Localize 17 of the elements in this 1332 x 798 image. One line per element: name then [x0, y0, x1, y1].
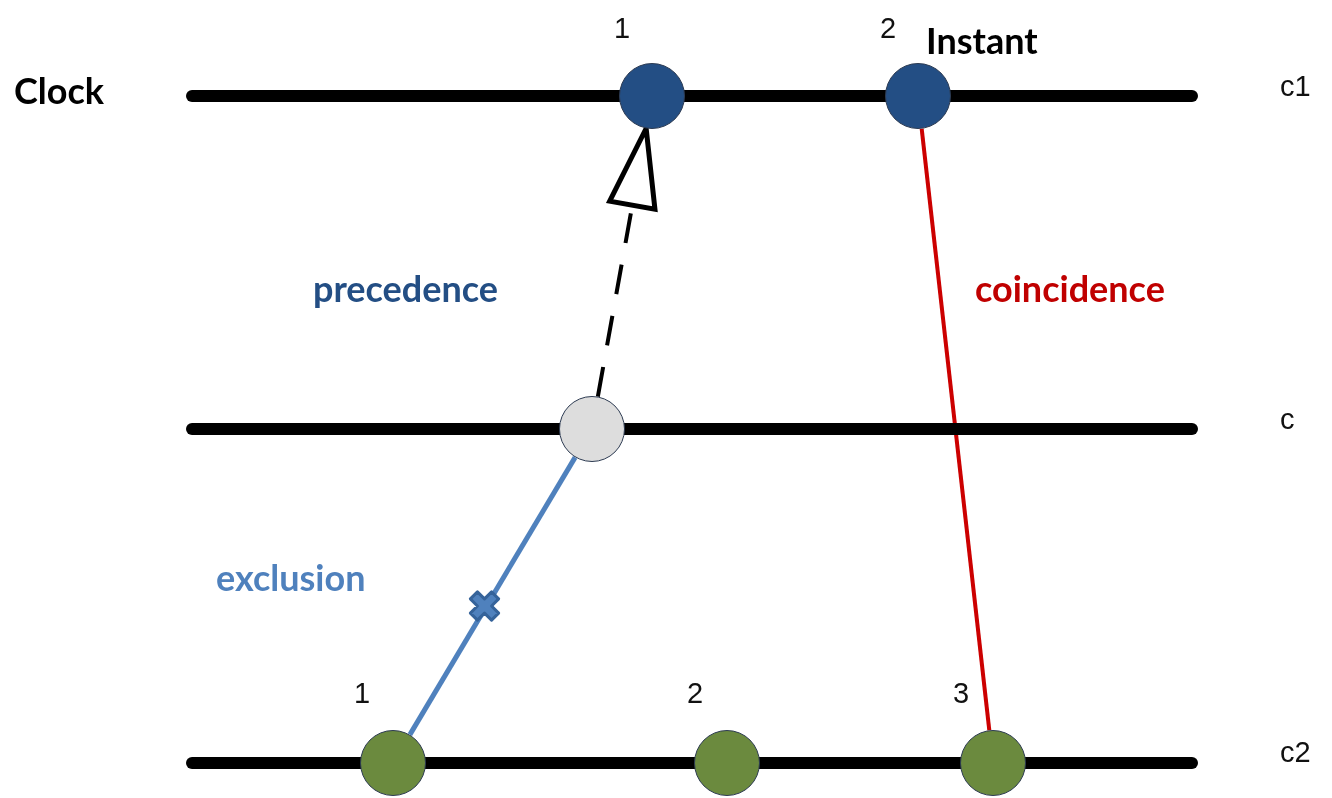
annotation-label: Instant	[926, 18, 1038, 62]
instant-number: 2	[880, 12, 897, 45]
edge-label: precedence	[313, 266, 499, 310]
edge-label: coincidence	[975, 266, 1165, 310]
instant-number: 1	[614, 12, 631, 45]
clock-line	[186, 423, 1198, 435]
clock-name: c2	[1280, 736, 1311, 769]
edge-label: exclusion	[216, 555, 366, 599]
instant-number: 1	[354, 677, 371, 710]
instant-number: 2	[687, 677, 704, 710]
clock-name: c	[1280, 403, 1295, 436]
connector-line	[919, 128, 992, 731]
annotation-label: Clock	[14, 68, 105, 112]
arrow	[595, 126, 658, 397]
instant-number: 3	[953, 677, 970, 710]
clock-name: c1	[1280, 70, 1311, 103]
connector-line	[407, 456, 578, 736]
